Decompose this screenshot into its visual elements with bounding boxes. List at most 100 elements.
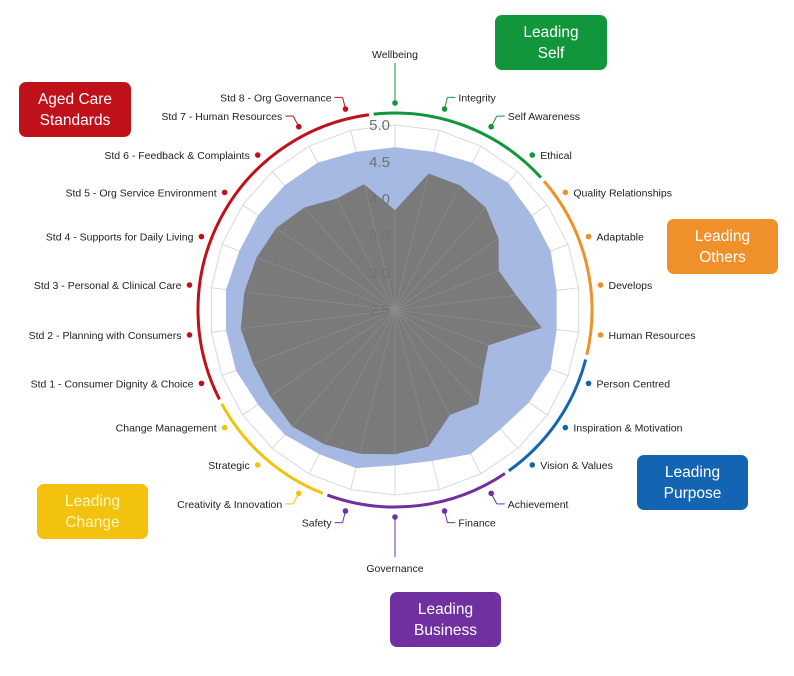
inner-spoke-16 — [291, 309, 396, 427]
inner-spoke-23 — [303, 207, 396, 311]
axis-dot-10 — [529, 462, 536, 468]
axis-label-7: Human Resources — [608, 330, 695, 342]
axis-label-24: Std 7 - Human Resources — [161, 111, 282, 123]
axis-dot-13 — [392, 514, 398, 520]
group-arc-3 — [326, 472, 506, 509]
axis-dot-18 — [198, 380, 205, 387]
badge-aged-care-line1: Aged Care — [37, 90, 113, 108]
inner-spoke-20 — [244, 291, 396, 311]
badge-leading-self-line1: Leading — [523, 23, 579, 41]
axis-label-9: Inspiration & Motivation — [573, 423, 682, 435]
group-arc-4 — [220, 402, 324, 495]
axis-dot-21 — [198, 233, 205, 240]
axis-label-16: Strategic — [208, 460, 249, 472]
axis-dot-2 — [488, 123, 494, 130]
badge-leading-business-line1: Leading — [417, 600, 474, 618]
inner-spoke-12 — [394, 309, 430, 447]
axis-label-11: Achievement — [508, 499, 569, 511]
group-arc-0 — [373, 111, 542, 179]
axis-dot-5 — [585, 233, 592, 240]
inner-spoke-17 — [269, 309, 396, 397]
tick-label-4: 4.5 — [369, 154, 390, 171]
group-arc-2 — [507, 359, 588, 472]
axis-dot-4 — [562, 189, 569, 196]
tick-label-1: 3.0 — [369, 265, 390, 282]
axis-dot-24 — [296, 123, 302, 130]
axis-dot-14 — [342, 508, 349, 514]
axis-label-21: Std 4 - Supports for Daily Living — [46, 232, 194, 244]
inner-spoke-6 — [394, 294, 517, 311]
inner-spoke-7 — [394, 309, 542, 329]
badge-leading-self-line2: Self — [537, 44, 565, 62]
axis-label-8: Person Centred — [597, 378, 671, 390]
axis-label-1: Integrity — [458, 92, 496, 104]
inner-spoke-4 — [394, 238, 499, 311]
axis-dot-1 — [441, 106, 448, 112]
axis-label-15: Creativity & Innovation — [177, 499, 282, 511]
inner-spoke-1 — [394, 173, 430, 311]
badge-leading-business-line2: Business — [414, 621, 477, 639]
axis-label-20: Std 3 - Personal & Clinical Care — [34, 280, 182, 292]
axis-dot-9 — [562, 424, 569, 431]
axis-dot-20 — [186, 282, 193, 288]
badge-leading-others-line2: Others — [699, 248, 746, 266]
axis-label-22: Std 5 - Org Service Environment — [65, 187, 216, 199]
axis-label-18: Std 1 - Consumer Dignity & Choice — [31, 378, 194, 390]
badge-leading-change-line1: Leading — [64, 492, 121, 510]
inner-spoke-22 — [276, 227, 396, 311]
inner-spoke-21 — [256, 257, 396, 311]
badge-leading-others-line1: Leading — [694, 227, 751, 245]
inner-spoke-8 — [394, 309, 489, 346]
inner-spoke-15 — [324, 309, 396, 445]
axis-dot-7 — [597, 332, 604, 338]
axis-dot-3 — [529, 152, 536, 158]
axis-label-3: Ethical — [540, 150, 572, 162]
inner-spoke-24 — [336, 198, 396, 311]
axis-label-12: Finance — [458, 518, 496, 530]
inner-spoke-2 — [394, 185, 461, 311]
axis-label-17: Change Management — [116, 423, 217, 435]
inner-spoke-5 — [394, 270, 499, 311]
axis-label-19: Std 2 - Planning with Consumers — [29, 330, 182, 342]
axis-dot-8 — [585, 380, 592, 387]
inner-spoke-18 — [253, 309, 396, 365]
badge-aged-care-line2: Standards — [39, 111, 111, 129]
axis-label-23: Std 6 - Feedback & Complaints — [104, 150, 249, 162]
group-arc-5 — [196, 113, 370, 401]
badge-leading-change-line2: Change — [65, 513, 120, 531]
tick-label-0: 2.5 — [369, 302, 390, 319]
axis-dot-17 — [221, 424, 228, 431]
axis-dot-11 — [488, 490, 494, 497]
axis-label-5: Adaptable — [597, 232, 644, 244]
axis-label-13: Governance — [366, 563, 423, 575]
axis-dot-22 — [221, 189, 228, 196]
inner-spoke-19 — [240, 309, 396, 330]
axis-dot-6 — [597, 282, 604, 288]
inner-spoke-10 — [394, 309, 479, 405]
axis-dot-23 — [254, 152, 261, 158]
axis-dot-19 — [186, 332, 193, 338]
tick-label-5: 5.0 — [369, 117, 390, 134]
inner-spoke-3 — [394, 207, 487, 311]
axis-dot-0 — [392, 100, 398, 106]
axis-label-4: Quality Relationships — [573, 187, 672, 199]
axis-dot-15 — [296, 490, 302, 497]
group-arc-1 — [542, 180, 594, 356]
axis-dot-16 — [254, 462, 261, 468]
badge-leading-purpose-line1: Leading — [664, 463, 721, 481]
axis-label-0: Wellbeing — [372, 49, 418, 61]
inner-spoke-25 — [363, 184, 396, 311]
tick-label-3: 4.0 — [369, 191, 390, 208]
axis-label-2: Self Awareness — [508, 111, 580, 123]
axis-dot-12 — [441, 508, 448, 514]
tick-label-2: 3.5 — [369, 228, 390, 245]
inner-spoke-11 — [394, 309, 451, 416]
axis-label-10: Vision & Values — [540, 460, 613, 472]
